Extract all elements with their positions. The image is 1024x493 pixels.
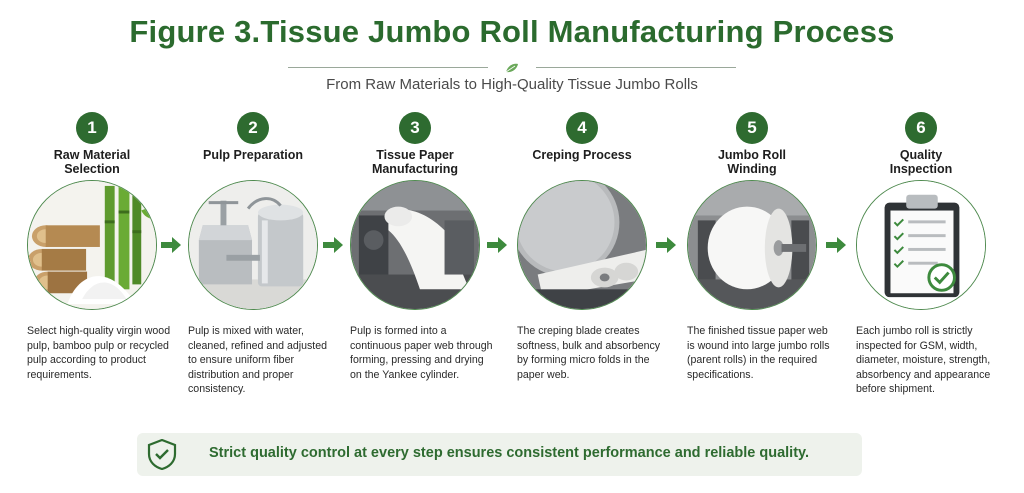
pulp-tanks-icon <box>189 181 317 309</box>
arrow-icon <box>656 237 676 253</box>
banner-text: Strict quality control at every step ens… <box>209 445 810 461</box>
step-image <box>350 180 480 310</box>
step-number-badge: 6 <box>905 112 937 144</box>
figure-label: Figure 3. <box>129 14 261 49</box>
creping-blade-icon <box>518 181 646 309</box>
quality-banner: Strict quality control at every step ens… <box>137 433 862 476</box>
page-title: Figure 3.Tissue Jumbo Roll Manufacturing… <box>0 14 1024 50</box>
subtitle: From Raw Materials to High-Quality Tissu… <box>326 76 698 93</box>
step-description: The creping blade creates softness, bulk… <box>517 325 661 381</box>
step-image <box>188 180 318 310</box>
step-number-badge: 5 <box>736 112 768 144</box>
step-title: Pulp Preparation <box>202 148 304 162</box>
arrow-icon <box>826 237 846 253</box>
step-image <box>517 180 647 310</box>
leaf-icon <box>505 63 518 73</box>
step-description: Pulp is formed into a continuous paper w… <box>350 325 493 381</box>
paper-machine-icon <box>351 181 479 309</box>
arrow-icon <box>487 237 507 253</box>
step-description: The finished tissue paper web is wound i… <box>687 325 830 381</box>
arrow-icon <box>323 237 343 253</box>
step-number-badge: 3 <box>399 112 431 144</box>
bamboo-and-wood-pulp-icon <box>28 181 156 309</box>
step-number-badge: 4 <box>566 112 598 144</box>
step-image <box>27 180 157 310</box>
step-description: Select high-quality virgin wood pulp, ba… <box>27 325 171 381</box>
figure-title: Tissue Jumbo Roll Manufacturing Process <box>260 14 895 49</box>
step-number-badge: 2 <box>237 112 269 144</box>
step-number-badge: 1 <box>76 112 108 144</box>
step-image <box>856 180 986 310</box>
step-title: Creping Process <box>532 148 632 162</box>
shield-check-icon <box>147 439 177 470</box>
step-description: Pulp is mixed with water, cleaned, refin… <box>188 325 328 395</box>
title-divider <box>288 62 736 74</box>
step-image <box>687 180 817 310</box>
jumbo-roll-icon <box>688 181 816 309</box>
arrow-icon <box>161 237 181 253</box>
step-description: Each jumbo roll is strictly inspected fo… <box>856 325 991 395</box>
clipboard-checklist-icon <box>857 181 985 309</box>
